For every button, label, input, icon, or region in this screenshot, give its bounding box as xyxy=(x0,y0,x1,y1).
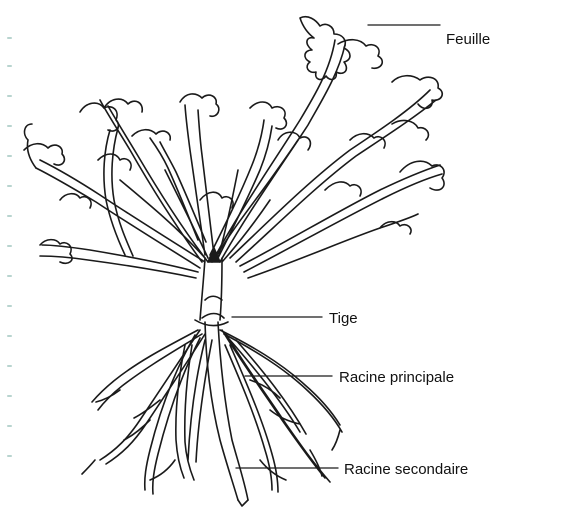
label-racine-secondaire: Racine secondaire xyxy=(344,462,468,478)
label-feuille: Feuille xyxy=(446,32,490,48)
label-racine-principale: Racine principale xyxy=(339,370,454,386)
roots xyxy=(82,322,342,506)
leader-lines xyxy=(232,25,440,468)
label-tige: Tige xyxy=(329,311,358,327)
scan-margin-dots xyxy=(8,38,11,456)
leaves xyxy=(24,17,444,278)
